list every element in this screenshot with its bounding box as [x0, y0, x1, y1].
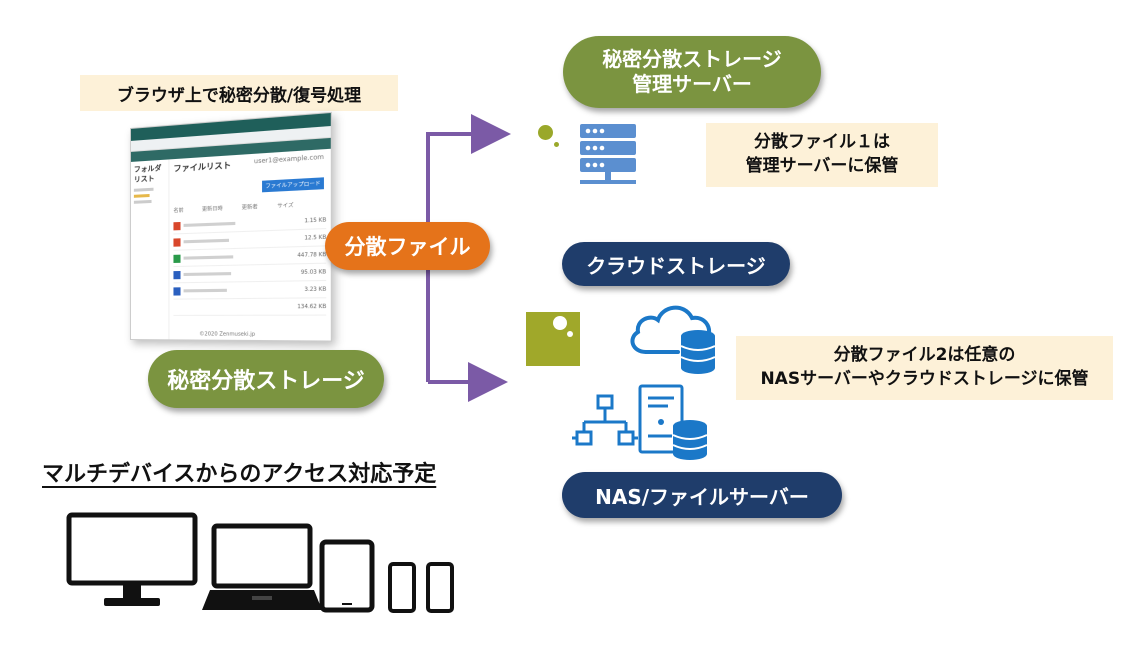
green-dot-large	[538, 125, 553, 140]
nas-server-icon	[572, 384, 712, 464]
smartphone-large-icon	[428, 564, 452, 611]
note-file1-line2: 管理サーバーに保管	[746, 155, 899, 179]
storage-logo-icon	[526, 312, 580, 366]
server-icon	[578, 122, 638, 186]
nas-pill: NAS/ファイルサーバー	[562, 472, 842, 518]
mgmt-server-line1: 秘密分散ストレージ	[602, 47, 782, 72]
devices-icons	[66, 512, 466, 617]
note-file2: 分散ファイル2は任意の NASサーバーやクラウドストレージに保管	[736, 336, 1113, 400]
nas-label: NAS/ファイルサーバー	[595, 481, 809, 510]
tablet-icon	[322, 542, 372, 610]
cloud-storage-pill: クラウドストレージ	[562, 242, 790, 286]
mgmt-server-line2: 管理サーバー	[632, 72, 752, 97]
laptop-icon	[202, 526, 322, 610]
note-file1: 分散ファイル１は 管理サーバーに保管	[706, 123, 938, 187]
distributed-file-pill: 分散ファイル	[325, 222, 490, 270]
multi-device-heading: マルチデバイスからのアクセス対応予定	[42, 456, 436, 488]
cloud-database-icon	[624, 294, 720, 374]
desktop-monitor-icon	[69, 515, 195, 606]
note-file2-line2: NASサーバーやクラウドストレージに保管	[760, 368, 1088, 392]
note-file2-line1: 分散ファイル2は任意の	[834, 344, 1016, 368]
mgmt-server-pill: 秘密分散ストレージ 管理サーバー	[563, 36, 821, 108]
green-dot-small	[554, 142, 559, 147]
multi-device-heading-text: マルチデバイスからのアクセス対応予定	[42, 462, 436, 487]
cloud-storage-label: クラウドストレージ	[586, 250, 766, 279]
smartphone-icon	[390, 564, 414, 611]
distributed-file-label: 分散ファイル	[345, 231, 471, 261]
note-file1-line1: 分散ファイル１は	[754, 131, 890, 155]
